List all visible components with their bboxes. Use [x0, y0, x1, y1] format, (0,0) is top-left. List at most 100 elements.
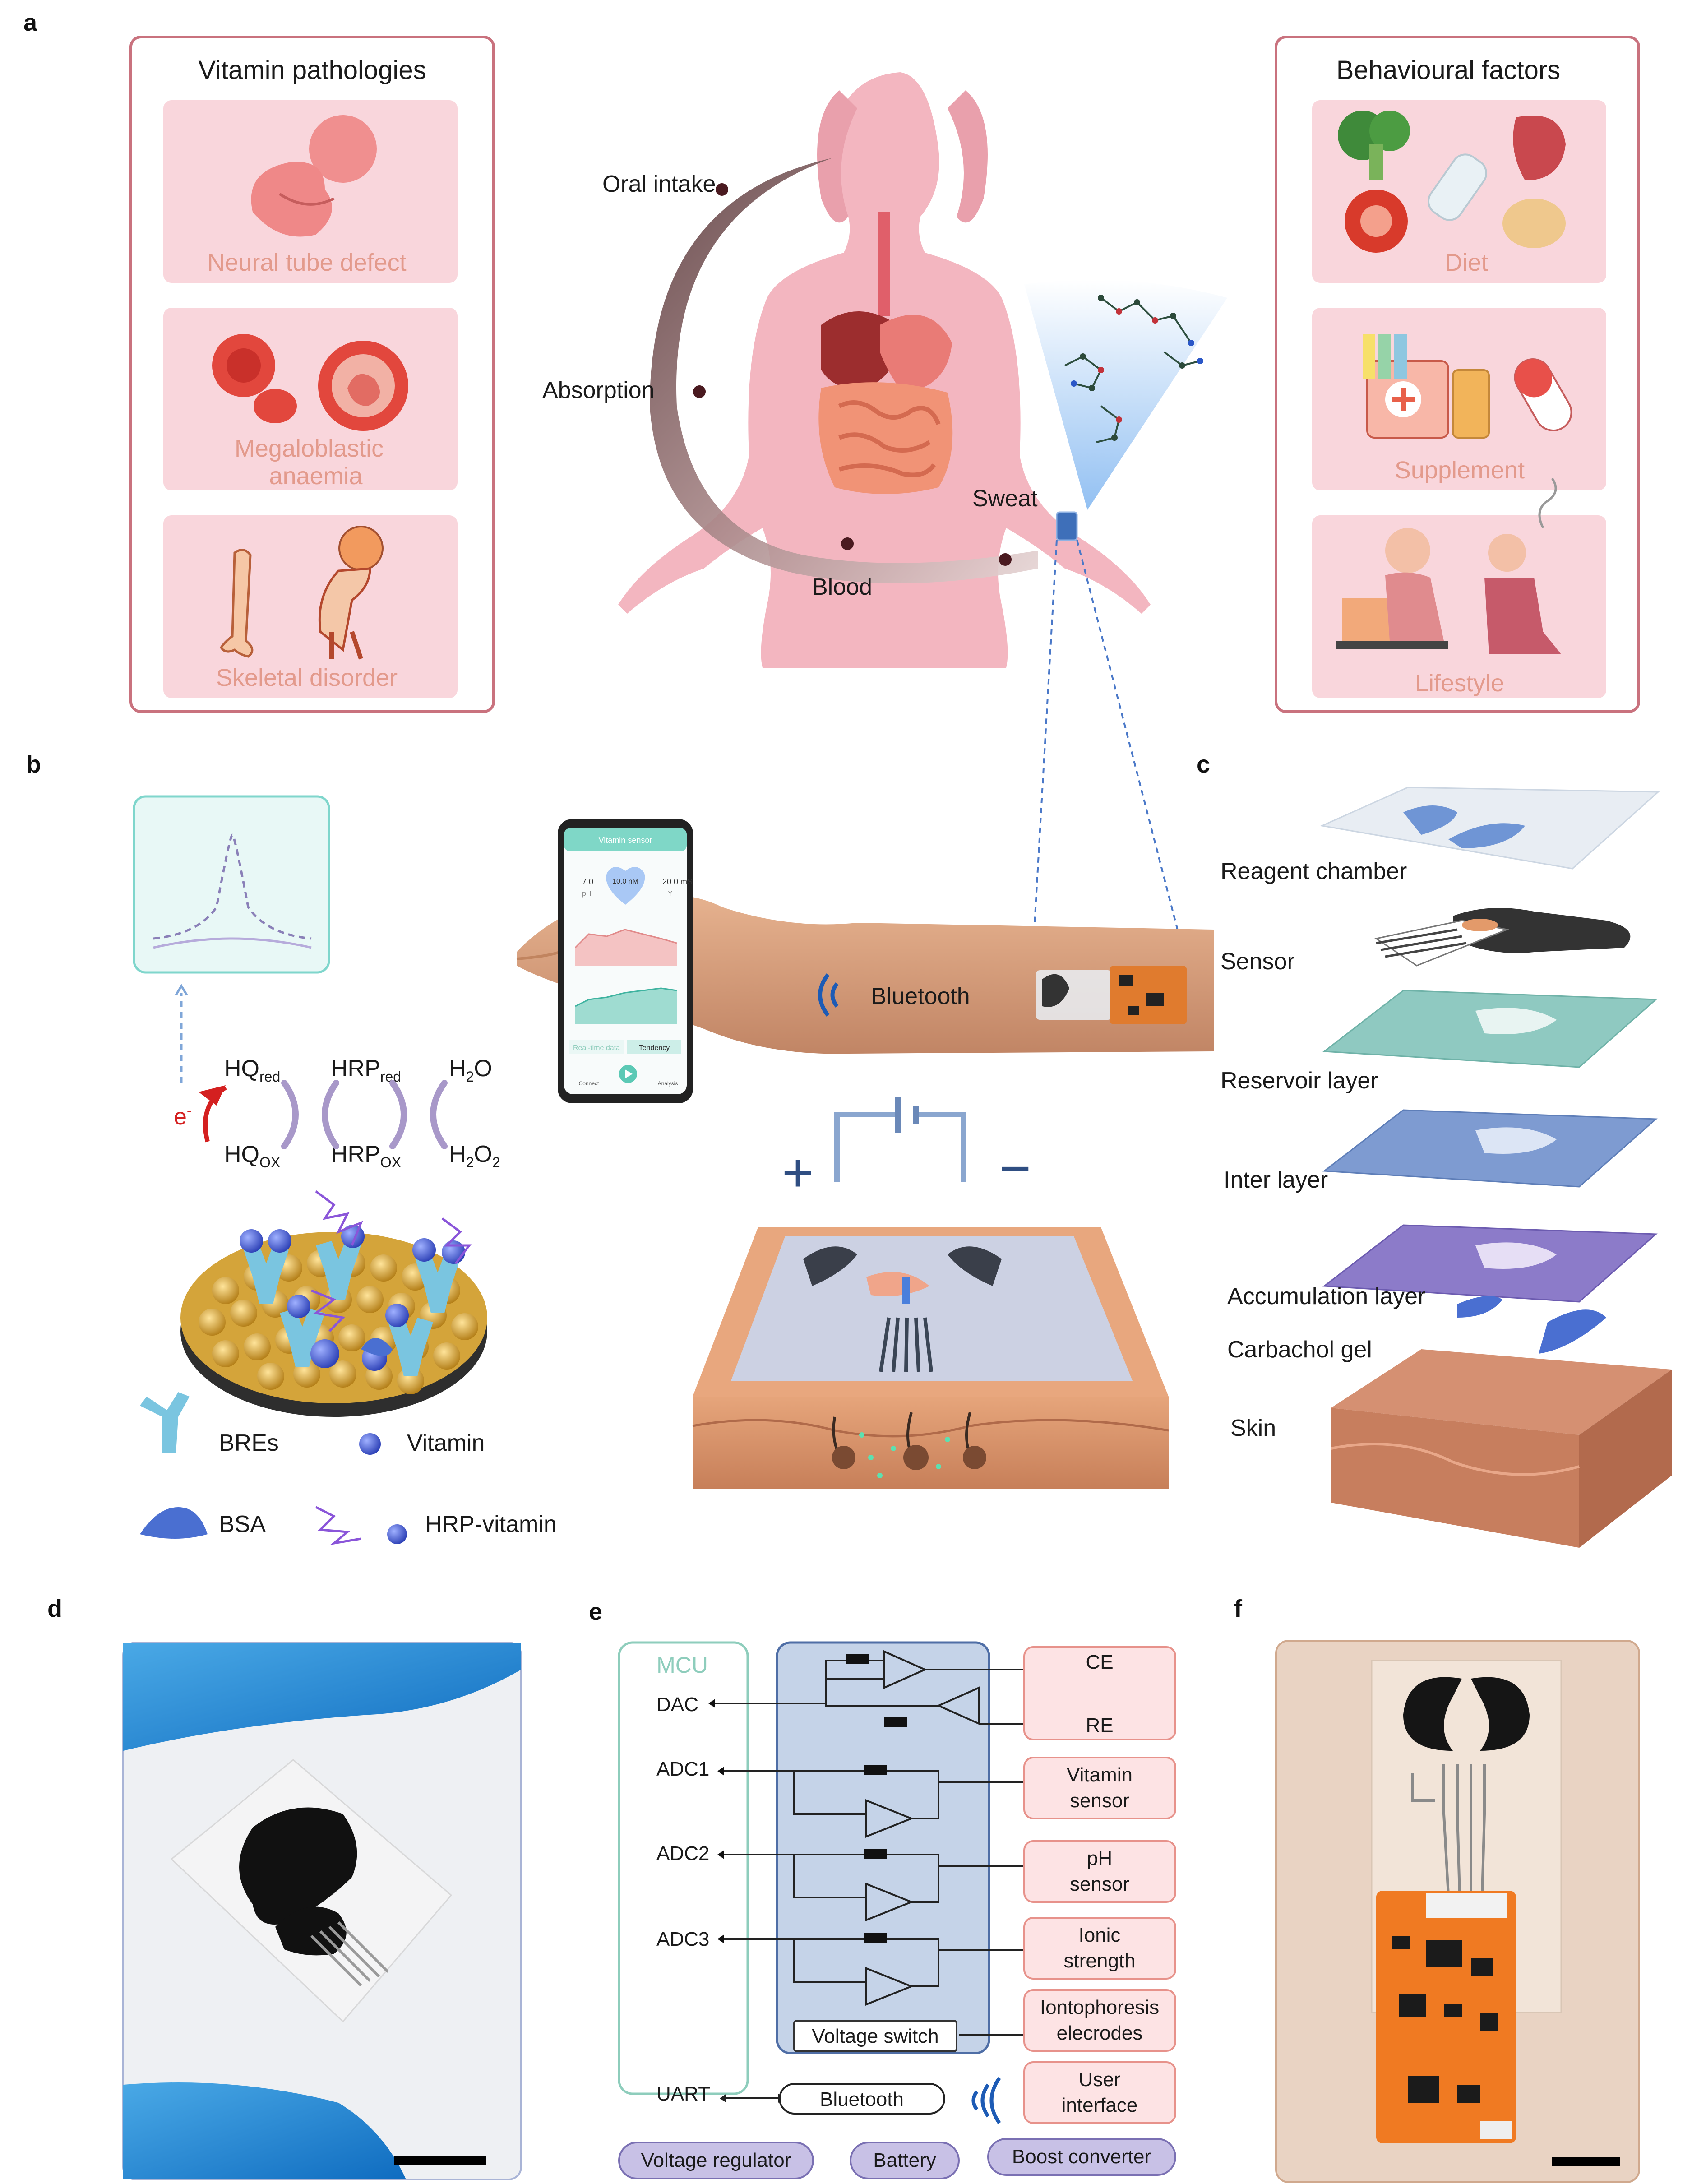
hrp-red-label: HRPred	[331, 1055, 401, 1085]
redox-cycle: HQred HQOX HRPred HRPOX H2O H2O2 e-	[174, 1055, 500, 1171]
phone-ph-value: 7.0	[582, 877, 593, 886]
mcu-port-dac: DAC	[656, 1694, 698, 1716]
layer-skin-label: Skin	[1230, 1415, 1276, 1441]
oral-intake-point	[716, 183, 728, 196]
layer-inter-label: Inter layer	[1224, 1167, 1328, 1193]
electron-label: e-	[174, 1102, 192, 1130]
wireless-icon	[971, 2077, 1001, 2124]
ph-sensor-label-1: pH	[1087, 1847, 1112, 1869]
vitamin-pathologies-box: Vitamin pathologies Neural tube defect M…	[129, 36, 495, 713]
absorption-arc	[650, 158, 1038, 583]
sweat-label: Sweat	[972, 486, 1038, 512]
bsa-legend-icon	[140, 1507, 208, 1539]
phone-ph-label: pH	[582, 890, 591, 898]
mcu-port-uart: UART	[656, 2083, 710, 2105]
hydrogen-peroxide-label: H2O2	[449, 1141, 500, 1171]
phone-title: Vitamin sensor	[599, 836, 652, 845]
hq-red-label: HQred	[224, 1055, 280, 1085]
ionic-strength-label-2: strength	[1064, 1950, 1136, 1972]
bluetooth-wave-icon	[818, 973, 839, 1017]
sweat-point	[999, 553, 1012, 566]
boost-converter-label: Boost converter	[1012, 2146, 1151, 2168]
vitamin-sensor-label-2: sensor	[1070, 1790, 1129, 1812]
sensor-electrode-disc	[180, 1190, 487, 1417]
panel-letter-c: c	[1197, 751, 1210, 778]
layer-reservoir-label: Reservoir layer	[1220, 1068, 1378, 1094]
user-interface-label-1: User	[1079, 2068, 1121, 2091]
device-on-skin-photo	[1275, 1640, 1640, 2183]
iontophoresis-circuit	[834, 1097, 966, 1182]
water-label: H2O	[449, 1055, 492, 1085]
supplement-icon	[1363, 334, 1572, 439]
layer-reagent-chamber-label: Reagent chamber	[1220, 858, 1407, 884]
neural-tube-defect-label: Neural tube defect	[207, 249, 406, 276]
bre-legend-icon	[140, 1392, 190, 1453]
panel-letter-d: d	[47, 1595, 62, 1622]
voltage-switch-box	[793, 2020, 957, 2052]
diet-label: Diet	[1445, 249, 1488, 276]
hrp-vitamin-legend-icon	[315, 1506, 407, 1545]
scale-bar-f	[1552, 2157, 1620, 2166]
human-body-illustration	[618, 72, 1151, 668]
panel-letter-a: a	[23, 9, 37, 36]
blood-label: Blood	[812, 574, 872, 600]
wearable-device-on-arm	[1036, 966, 1187, 1024]
vitamin-legend-icon	[359, 1433, 381, 1455]
panel-letter-b: b	[26, 751, 41, 778]
scale-bar	[394, 2156, 486, 2165]
vitamin-sensor-label-1: Vitamin	[1067, 1764, 1133, 1786]
negative-terminal-label: −	[999, 1138, 1031, 1198]
layer-carbachol-gel-label: Carbachol gel	[1227, 1337, 1372, 1363]
hrp-vitamin-label: HRP-vitamin	[425, 1511, 557, 1537]
bluetooth-label: Bluetooth	[871, 983, 970, 1009]
phone-ion-label: Y	[668, 890, 673, 898]
blood-point	[841, 537, 854, 550]
phone-nav-analysis[interactable]: Analysis	[658, 1080, 678, 1087]
bone-skeleton-icon	[219, 526, 384, 660]
layer-accumulation-label: Accumulation layer	[1227, 1283, 1425, 1309]
ph-sensor-label-2: sensor	[1070, 1873, 1129, 1895]
phone-nav-connect[interactable]: Connect	[579, 1080, 599, 1087]
mcu-port-adc3: ADC3	[656, 1928, 709, 1950]
mcu-port-adc1: ADC1	[656, 1758, 709, 1780]
phone-tab-realtime[interactable]: Real-time data	[573, 1044, 620, 1052]
bres-label: BREs	[219, 1430, 279, 1456]
exploded-layer-stack	[1319, 787, 1672, 1548]
oral-intake-label: Oral intake	[602, 171, 716, 197]
hq-ox-label: HQOX	[224, 1141, 280, 1171]
vitamin-pathologies-title: Vitamin pathologies	[198, 56, 426, 85]
voltammogram-plot	[133, 795, 330, 974]
sweat-molecule-beam	[1024, 280, 1227, 541]
skeletal-disorder-label: Skeletal disorder	[216, 664, 398, 691]
voltage-regulator-label: Voltage regulator	[641, 2149, 791, 2171]
user-interface-label-2: interface	[1062, 2094, 1138, 2116]
iontophoresis-label-2: elecrodes	[1057, 2022, 1143, 2044]
behavioural-factors-title: Behavioural factors	[1336, 56, 1560, 85]
phone-vitamin-value: 10.0 nM	[612, 878, 638, 885]
circuit-block-diagram: MCU DAC ADC1 ADC2 ADC3 UART	[618, 1641, 1176, 2179]
panel-letter-f: f	[1234, 1595, 1243, 1622]
skin-block-with-patch	[692, 1227, 1169, 1489]
positive-terminal-label: +	[782, 1143, 814, 1203]
absorption-point	[693, 385, 706, 398]
diet-food-icon	[1338, 111, 1566, 253]
bsa-label: BSA	[219, 1511, 266, 1537]
lifestyle-icon	[1336, 477, 1561, 654]
supplement-label: Supplement	[1395, 457, 1525, 484]
mcu-label: MCU	[656, 1652, 708, 1678]
layer-sensor-label: Sensor	[1220, 949, 1295, 975]
behavioural-factors-box: Behavioural factors Diet Su	[1275, 36, 1640, 713]
fetus-icon	[251, 115, 377, 237]
phone-ion-value: 20.0 mS	[662, 877, 693, 886]
absorption-label: Absorption	[542, 377, 655, 403]
voltage-switch-label: Voltage switch	[812, 2025, 938, 2047]
phone-tab-tendency[interactable]: Tendency	[639, 1044, 670, 1052]
anaemia-label: anaemia	[269, 463, 363, 490]
amplifier-block	[776, 1641, 990, 2054]
ionic-strength-label-1: Ionic	[1079, 1924, 1121, 1946]
panel-letter-e: e	[589, 1598, 602, 1625]
lifestyle-label: Lifestyle	[1415, 670, 1504, 697]
re-label: RE	[1086, 1714, 1113, 1736]
bluetooth-module-box	[779, 2083, 945, 2115]
